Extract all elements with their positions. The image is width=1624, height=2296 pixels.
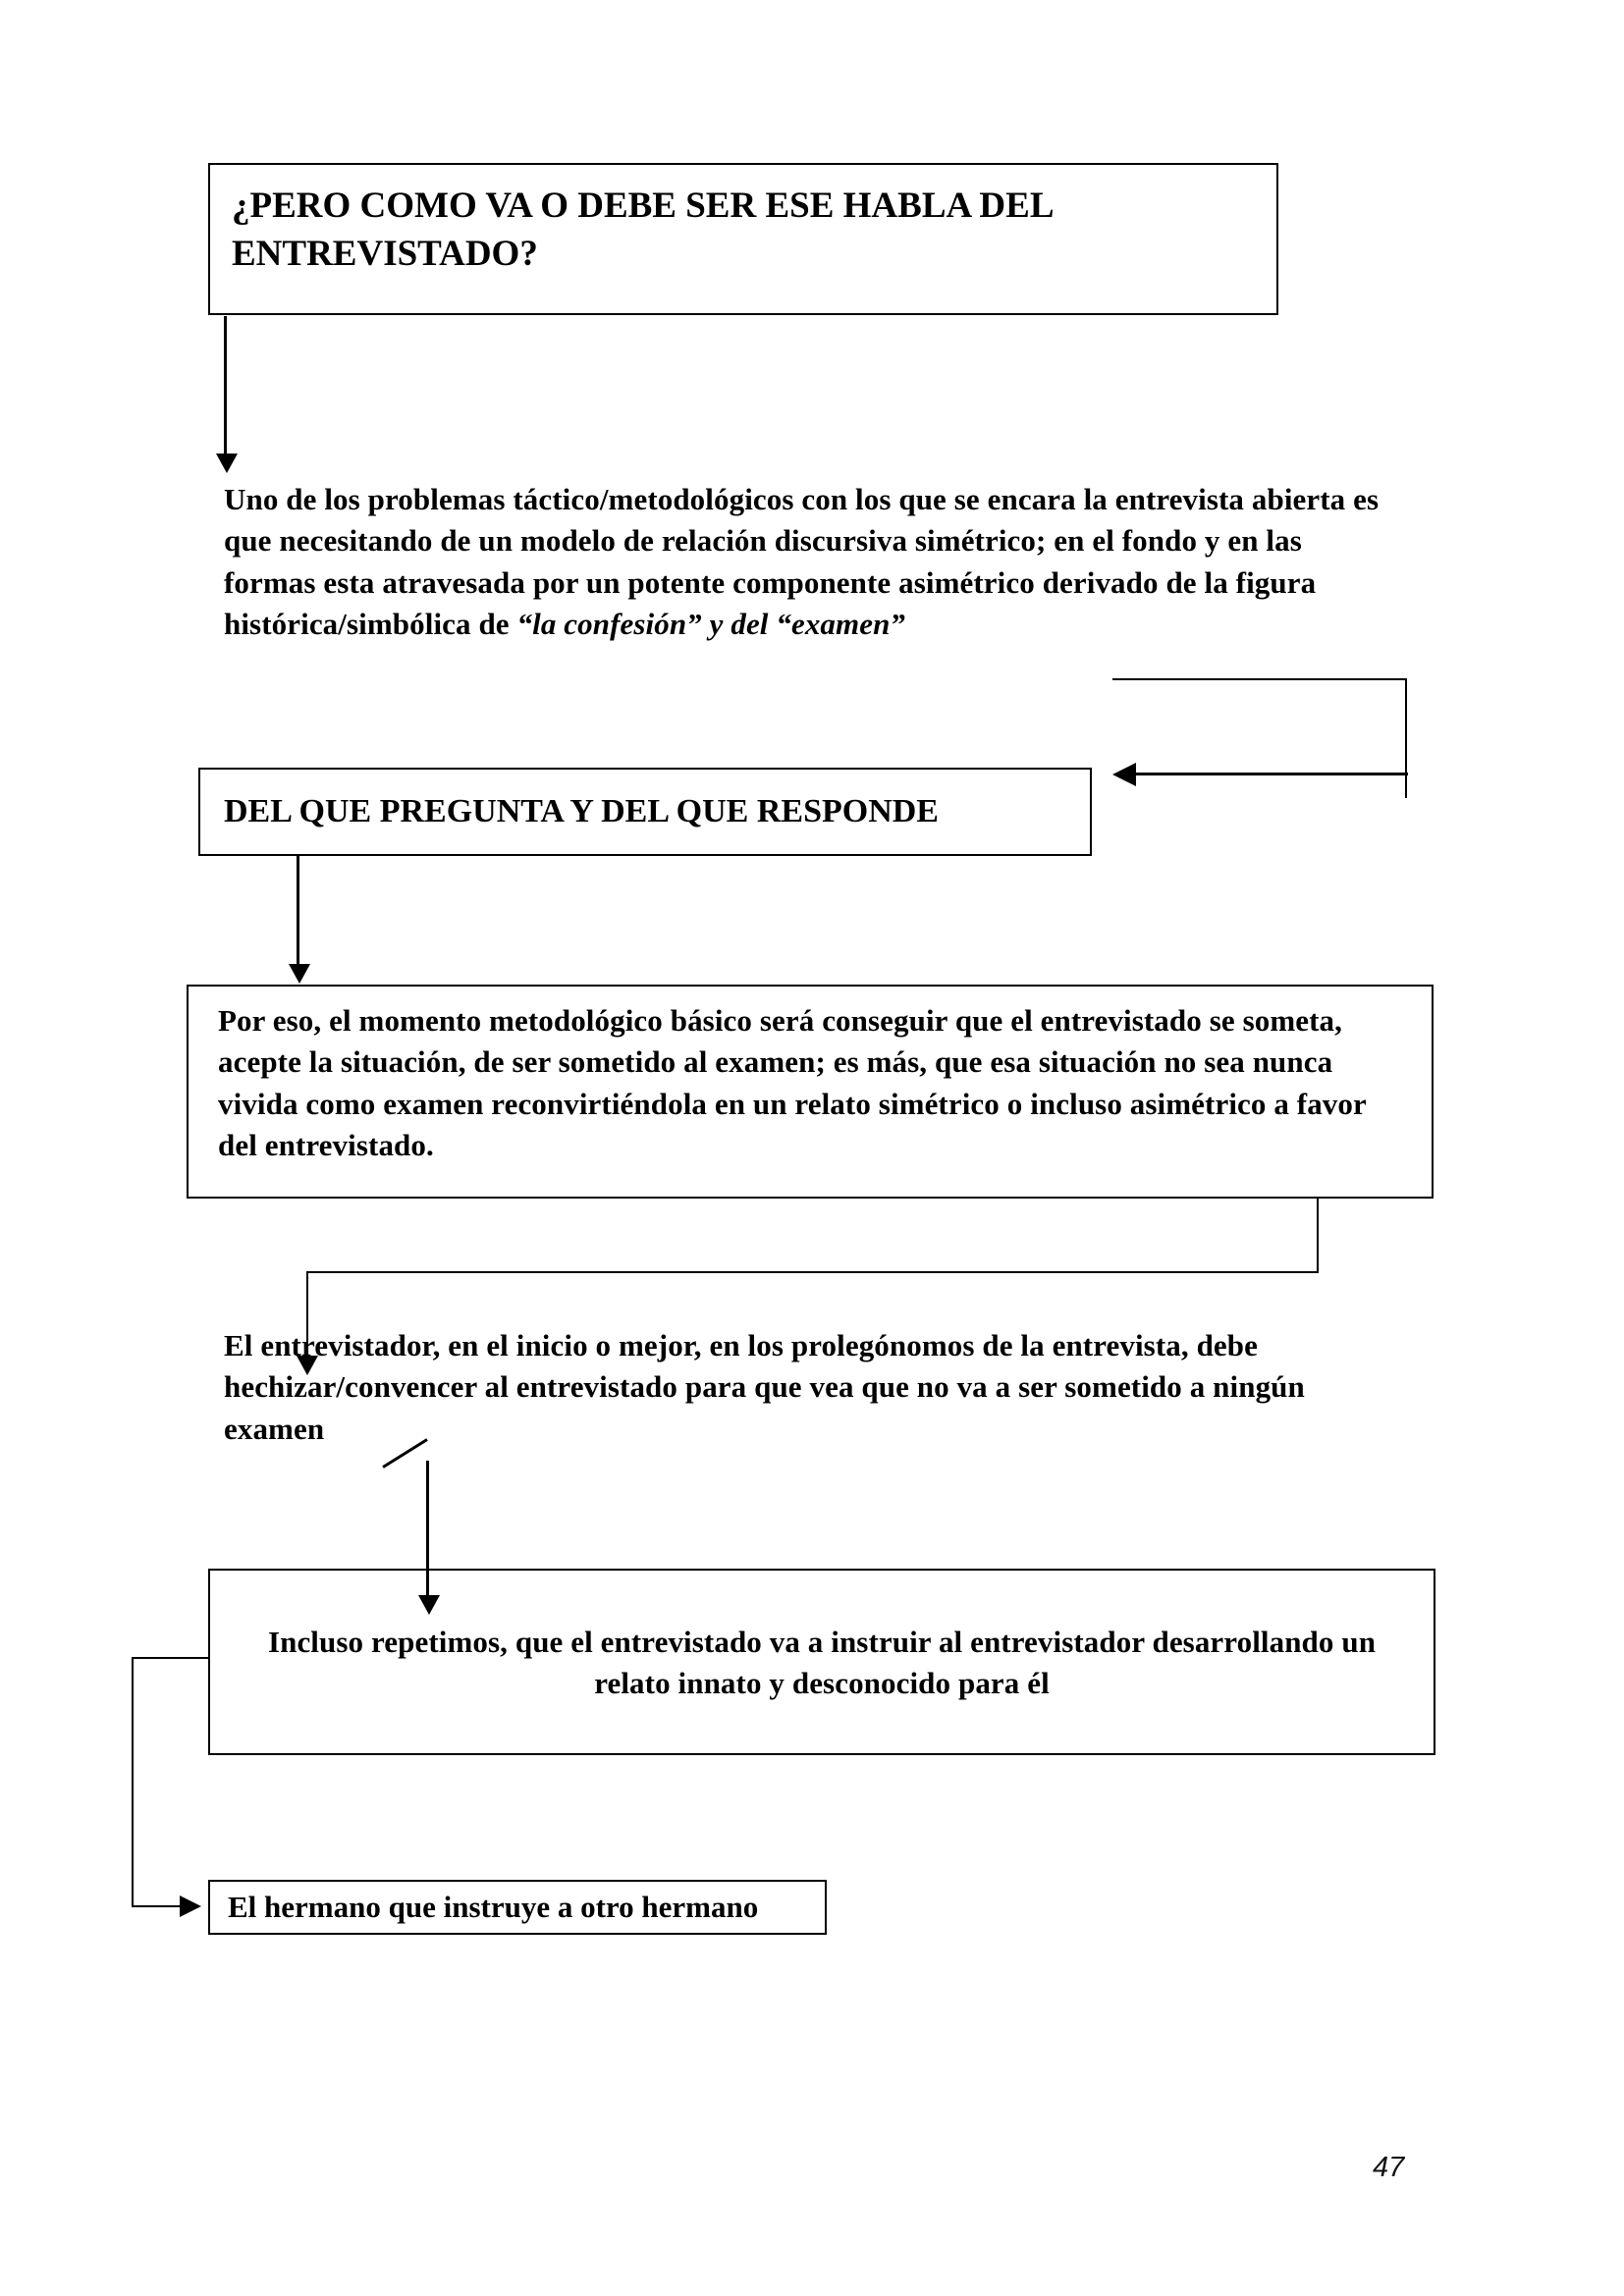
paragraph-block-2: El entrevistador, en el inicio o mejor, … [224, 1325, 1382, 1450]
connector-hermano-arrowhead [180, 1896, 201, 1917]
connector-examen-right-segment [1405, 678, 1407, 798]
connector-hermano-inbound [132, 1905, 181, 1907]
connector-para2-vertical [426, 1461, 429, 1608]
connector-examen-top-segment [1112, 678, 1407, 680]
box-el-hermano: El hermano que instruye a otro hermano [208, 1880, 827, 1935]
box-por-eso-text: Por eso, el momento metodológico básico … [218, 1003, 1367, 1163]
connector-poreso-to-para2-arrowhead [297, 1356, 318, 1375]
title-box: ¿PERO COMO VA O DEBE SER ESE HABLA DEL E… [208, 163, 1278, 315]
connector-examen-bottom-segment [1135, 773, 1408, 775]
connector-examen-arrowhead [1112, 763, 1136, 786]
box-por-eso: Por eso, el momento metodológico básico … [187, 985, 1434, 1199]
page-number: 47 [1373, 2152, 1405, 2183]
box-incluso-repetimos-text: Incluso repetimos, que el entrevistado v… [267, 1625, 1377, 1701]
connector-poreso-horizontal-left [306, 1271, 1035, 1273]
connector-poreso-to-para2-drop [306, 1271, 308, 1365]
paragraph-block-1: Uno de los problemas táctico/metodológic… [224, 479, 1392, 646]
box-incluso-repetimos: Incluso repetimos, que el entrevistado v… [208, 1569, 1435, 1755]
connector-pregunta-to-poreso-line [297, 856, 299, 966]
paragraph-1-text: Uno de los problemas táctico/metodológic… [224, 482, 1380, 642]
connector-title-to-para1-arrowhead [216, 454, 238, 473]
connector-incluso-drop [132, 1657, 134, 1907]
connector-title-to-para1-line [224, 316, 227, 461]
page-title: ¿PERO COMO VA O DEBE SER ESE HABLA DEL E… [232, 186, 1053, 274]
paragraph-2-text: El entrevistador, en el inicio o mejor, … [224, 1328, 1305, 1446]
connector-poreso-right-drop [1317, 1199, 1319, 1273]
connector-pregunta-to-poreso-arrowhead [289, 964, 310, 984]
paragraph-1-italic-phrase: “la confesión” y del “examen” [516, 607, 906, 642]
connector-para2-arrowhead [418, 1595, 440, 1615]
connector-incluso-left-segment [132, 1657, 210, 1659]
box-del-que-pregunta-label: DEL QUE PREGUNTA Y DEL QUE RESPONDE [224, 793, 939, 830]
connector-poreso-horizontal [1034, 1271, 1319, 1273]
box-el-hermano-label: El hermano que instruye a otro hermano [228, 1889, 759, 1924]
box-del-que-pregunta: DEL QUE PREGUNTA Y DEL QUE RESPONDE [198, 768, 1092, 856]
